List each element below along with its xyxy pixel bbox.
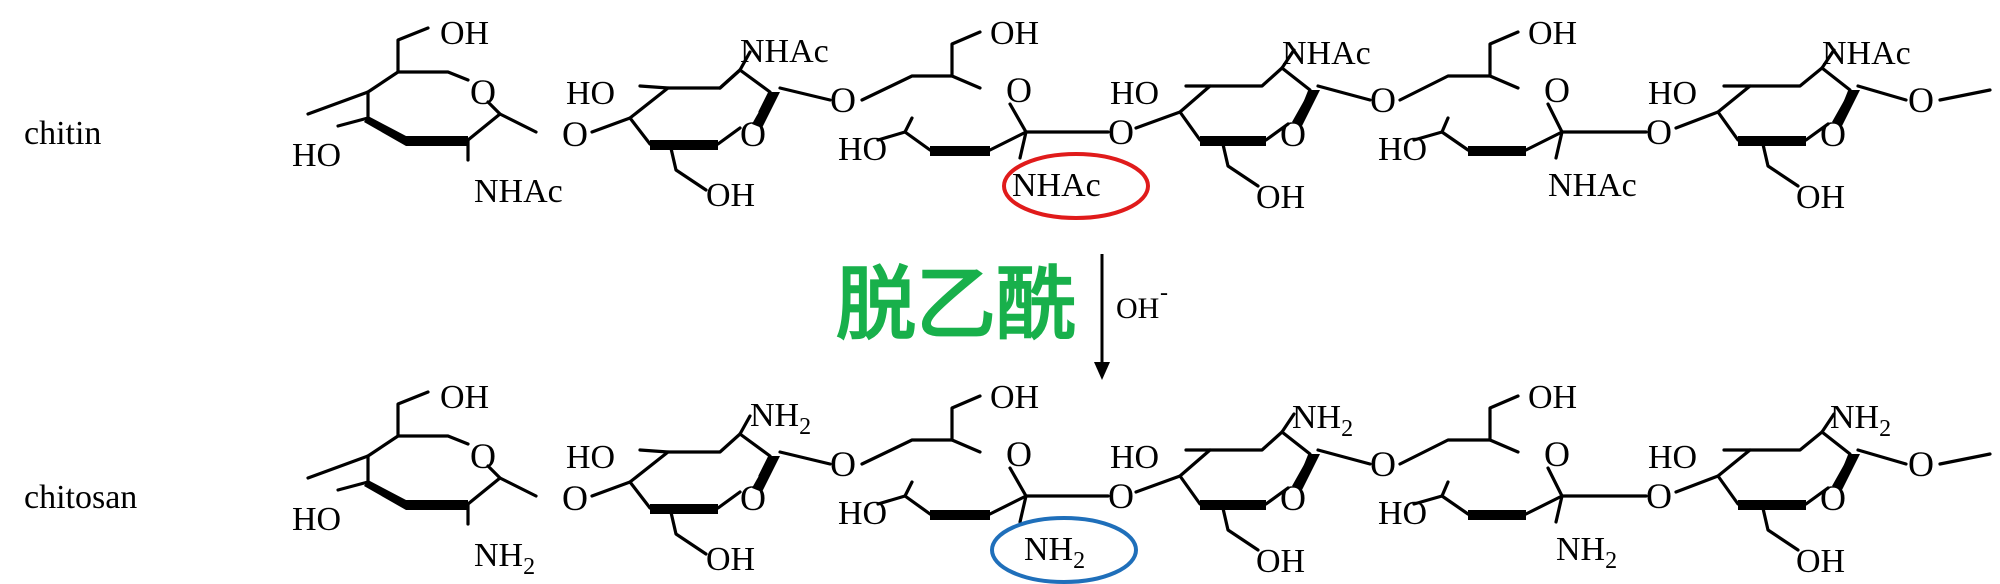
chitin-unit-5 [1398,30,1648,160]
glycosidic-oxygen: O [1646,476,1672,516]
glycosidic-oxygen: O [562,478,588,518]
oh-group: OH [990,379,1039,416]
reaction-label: 脱乙酰 [836,258,1076,351]
chitin-unit-3 [860,30,1110,160]
nhac-group-highlighted: NHAc [1012,167,1101,204]
chitosan-label: chitosan [24,479,137,516]
glycosidic-oxygen: O [1108,476,1134,516]
oh-group: OH [440,379,489,416]
highlight-ring-bottom [990,516,1138,584]
chitin-unit-2 [590,50,832,192]
nhac-group: NHAc [1282,35,1371,72]
ho-group: HO [566,439,615,476]
arrow-head [1094,362,1110,380]
glycosidic-oxygen: O [830,80,856,120]
chitin-unit-4 [1134,48,1372,188]
glycosidic-oxygen: O [1370,444,1396,484]
ring-oxygen: O [1280,114,1306,154]
glycosidic-oxygen: O [1108,112,1134,152]
ring-oxygen: O [1820,478,1846,518]
nh2-group: NH2 [1292,399,1353,442]
oh-group: OH [1256,543,1305,580]
ho-group: HO [1648,75,1697,112]
nhac-group: NHAc [474,173,563,210]
chitosan-unit-3 [860,394,1110,524]
ring-oxygen: O [1544,70,1570,110]
terminal-oxygen: O [1908,80,1934,120]
oh-group: OH [706,177,755,214]
chitin-label: chitin [24,115,101,152]
ho-group: HO [1110,439,1159,476]
nh2-group: NH2 [1830,399,1891,442]
ring-oxygen: O [740,478,766,518]
nhac-group: NHAc [740,33,829,70]
ho-group: HO [1648,439,1697,476]
oh-group: OH [440,15,489,52]
nh2-group: NH2 [474,537,535,580]
ho-group: HO [292,137,341,174]
nh2-group: NH2 [750,397,811,440]
oh-group: OH [1256,179,1305,216]
ring-oxygen: O [740,114,766,154]
nhac-group: NHAc [1822,35,1911,72]
oh-group: OH [706,541,755,578]
ho-group: HO [838,131,887,168]
ring-oxygen: O [1544,434,1570,474]
chitin-chain: OH O HO NHAc O HO NHAc O OH O [292,15,1992,220]
ring-oxygen: O [1820,114,1846,154]
ho-group: HO [566,75,615,112]
ring-oxygen: O [1006,70,1032,110]
highlight-ring-top [1002,152,1150,220]
ring-oxygen: O [1006,434,1032,474]
ring-oxygen: O [470,72,496,112]
chitosan-unit-6 [1674,412,1992,552]
chitosan-unit-1 [306,390,538,526]
ho-group: HO [1378,131,1427,168]
chitosan-chain: OH O HO NH2 O HO NH2 O OH O [292,379,1992,584]
nh2-group-highlighted: NH2 [1024,531,1085,574]
ring-oxygen: O [1280,478,1306,518]
ho-group: HO [292,501,341,538]
glycosidic-oxygen: O [1646,112,1672,152]
oh-group: OH [1796,543,1845,580]
reagent-label: OH [1116,292,1159,325]
reagent-charge: - [1160,280,1168,306]
chitosan-unit-5 [1398,394,1648,524]
nh2-group: NH2 [1556,531,1617,574]
chitosan-unit-2 [590,414,832,556]
oh-group: OH [990,15,1039,52]
terminal-oxygen: O [1908,444,1934,484]
ho-group: HO [1378,495,1427,532]
glycosidic-oxygen: O [830,444,856,484]
oh-group: OH [1528,379,1577,416]
nhac-group: NHAc [1548,167,1637,204]
glycosidic-oxygen: O [1370,80,1396,120]
ring-oxygen: O [470,436,496,476]
chitosan-unit-4 [1134,412,1372,552]
oh-group: OH [1796,179,1845,216]
oh-group: OH [1528,15,1577,52]
ho-group: HO [1110,75,1159,112]
reaction-step: 脱乙酰 OH - [836,254,1168,380]
chitin-unit-6 [1674,48,1992,188]
ho-group: HO [838,495,887,532]
glycosidic-oxygen: O [562,114,588,154]
chitin-unit-1 [306,26,538,162]
